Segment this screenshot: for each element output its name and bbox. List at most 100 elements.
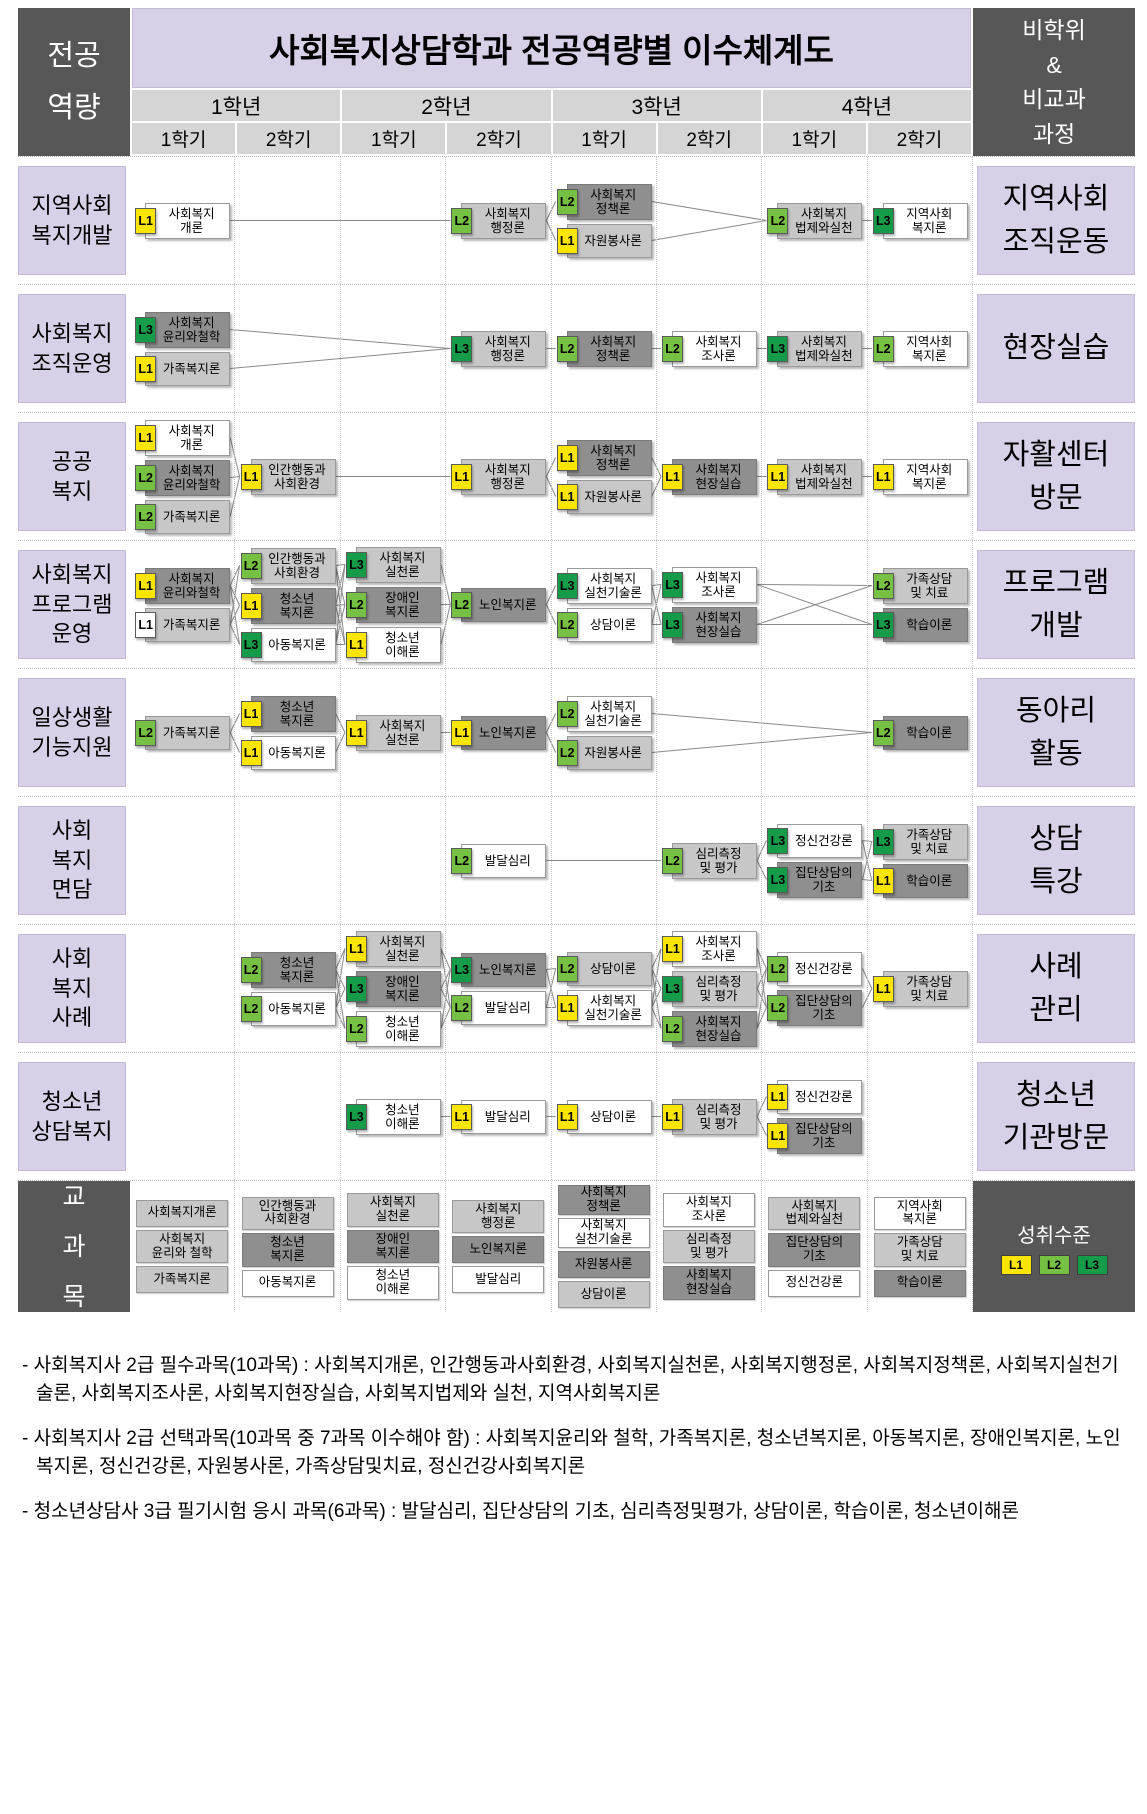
course-name: 학습이론 bbox=[906, 873, 953, 888]
level-badge: L1 bbox=[767, 1122, 789, 1149]
level-badge: L3 bbox=[662, 611, 684, 638]
course-name: 가족복지론 bbox=[162, 361, 221, 376]
noncurricular-activity-label: 현장실습 bbox=[977, 294, 1135, 403]
legend-course-box: 상담이론 bbox=[557, 1281, 650, 1308]
semester-cell bbox=[234, 797, 339, 924]
legend-course-box: 사회복지 조사론 bbox=[663, 1193, 756, 1227]
level-badge: L2 bbox=[451, 591, 473, 618]
course-name: 사회복지 윤리와철학 bbox=[162, 571, 221, 600]
level-badge: L1 bbox=[556, 227, 578, 254]
course-name: 사회복지 법제와실천 bbox=[795, 206, 853, 235]
level-badge: L1 bbox=[345, 719, 367, 746]
level-badge: L1 bbox=[135, 424, 157, 451]
legend-course-box: 사회복지 현장실습 bbox=[663, 1266, 756, 1300]
course-name: 청소년 복지론 bbox=[279, 699, 315, 728]
level-badge: L1 bbox=[135, 355, 157, 382]
course-box: L1 가족복지론 bbox=[135, 351, 231, 386]
course-name: 인간행동과 사회환경 bbox=[268, 462, 326, 491]
level-badge: L2 bbox=[767, 207, 789, 234]
course-name: 상담이론 bbox=[590, 961, 637, 976]
course-name: 사회복지 실천기술론 bbox=[584, 699, 642, 728]
level-badge: L1 bbox=[556, 1103, 578, 1130]
year-header-cell: 1학년 bbox=[132, 90, 341, 121]
footnote-youth-counselor-courses: - 청소년상담사 3급 필기시험 응시 과목(6과목) : 발달심리, 집단상담… bbox=[22, 1501, 1019, 1523]
level-badge: L1 bbox=[556, 994, 578, 1021]
level-badge: L1 bbox=[451, 463, 473, 490]
level-badge: L1 bbox=[135, 611, 157, 638]
level-badge: L2 bbox=[135, 719, 157, 746]
legend-course-box: 청소년 이해론 bbox=[346, 1266, 439, 1300]
level-badge: L3 bbox=[662, 975, 684, 1002]
level-badge: L3 bbox=[556, 572, 578, 599]
level-badge: L2 bbox=[872, 572, 894, 599]
level-badge: L2 bbox=[240, 995, 262, 1022]
level-badge: L2 bbox=[451, 207, 473, 234]
competency-label: 사회복지 조직운영 bbox=[18, 294, 126, 403]
course-name: 인간행동과 사회환경 bbox=[268, 551, 326, 580]
legend-course-box: 지역사회 복지론 bbox=[873, 1196, 966, 1230]
level-badge: L3 bbox=[662, 571, 684, 598]
course-name: 사회복지 윤리와철학 bbox=[162, 315, 221, 344]
level-badge: L3 bbox=[345, 551, 367, 578]
semester-header-cell: 2학기 bbox=[867, 123, 971, 154]
noncurricular-activity-label: 청소년 기관방문 bbox=[977, 1062, 1135, 1171]
semester-cell bbox=[655, 157, 761, 284]
course-name: 아동복지론 bbox=[268, 1001, 326, 1016]
legend-course-box: 청소년 복지론 bbox=[241, 1233, 334, 1267]
level-badge: L2 bbox=[662, 335, 684, 362]
level-badge: L2 bbox=[451, 994, 473, 1021]
semester-cell bbox=[339, 285, 445, 412]
course-name: 사회복지 현장실습 bbox=[695, 610, 742, 639]
level-badge: L1 bbox=[345, 631, 367, 658]
course-name: 가족복지론 bbox=[162, 617, 221, 632]
level-badge: L2 bbox=[556, 700, 578, 727]
legend-course-box: 사회복지 윤리와 철학 bbox=[136, 1229, 229, 1264]
competency-label: 사회복지 프로그램 운영 bbox=[18, 550, 126, 659]
course-name: 지역사회 복지론 bbox=[906, 334, 953, 363]
semester-cell bbox=[130, 797, 234, 924]
competency-label: 사회 복지 면담 bbox=[18, 806, 126, 915]
legend-course-box: 노인복지론 bbox=[452, 1236, 545, 1264]
level-badge: L1 bbox=[767, 463, 789, 490]
year-header-cell: 3학년 bbox=[552, 90, 761, 121]
footnote-required-courses: - 사회복지사 2급 필수과목(10과목) : 사회복지개론, 인간행동과사회환… bbox=[22, 1355, 1119, 1404]
level-badge: L3 bbox=[872, 207, 894, 234]
semester-header-cell: 1학기 bbox=[552, 123, 656, 154]
